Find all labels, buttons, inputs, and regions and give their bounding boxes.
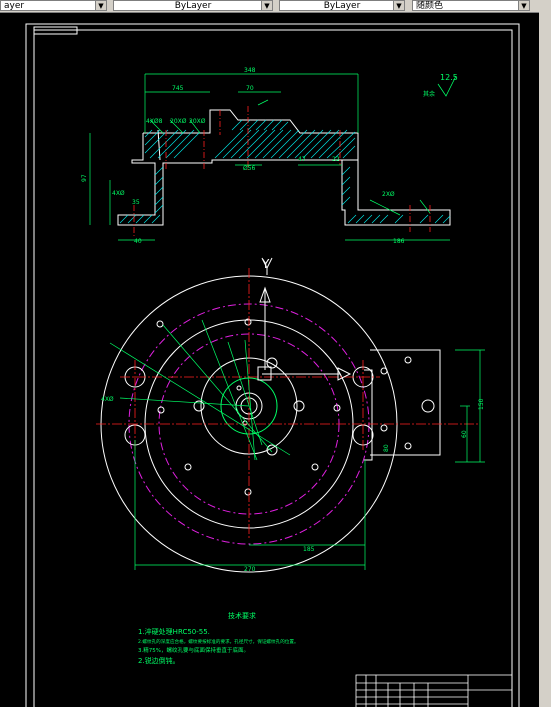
lineweight-dropdown-value: 随颜色 (416, 1, 444, 11)
section-dim-text: 348 745 70 4XØ8 20XØ 20XØ 47 22 Ø56 97 4… (81, 67, 458, 245)
dim-left-offset: 745 (172, 85, 184, 92)
view-markers (257, 257, 352, 381)
note-1: 1.淬硬处理HRC50-55. (138, 627, 210, 636)
drawing-canvas[interactable]: 348 745 70 4XØ8 20XØ 20XØ 47 22 Ø56 97 4… (0, 12, 539, 707)
section-dimensions (89, 73, 450, 241)
plan-dim-text: 185 270 150 80 60 4XØ (101, 396, 485, 573)
dim-left-hole: 4XØ (112, 190, 125, 197)
dim-plan-270: 270 (244, 566, 256, 573)
properties-toolbar: ayer ▼ ByLayer ▼ ByLayer ▼ 随颜色 ▼ (0, 0, 551, 13)
note-3: 3.精75%，螺纹孔要与底面保持垂直于底面。 (138, 646, 249, 654)
roughness-value: 12.5 (440, 73, 458, 82)
section-hatching (119, 119, 451, 224)
layer-dropdown[interactable]: ayer ▼ (0, 0, 107, 11)
dim-plan-80: 80 (383, 444, 390, 452)
dim-mid-width: 70 (246, 85, 254, 92)
dim-hole-2: 20XØ (170, 118, 187, 125)
plan-leaders (109, 319, 485, 570)
chevron-down-icon[interactable]: ▼ (393, 1, 404, 10)
chevron-down-icon[interactable]: ▼ (518, 1, 529, 10)
dim-overall-width: 348 (244, 67, 256, 74)
roughness-symbol (437, 75, 457, 97)
dim-bottom-right: 186 (393, 238, 405, 245)
note-2: 2.螺纹孔的深度应合格，螺纹要按标准的要求，孔径尺寸，保证螺纹孔的位置。 (138, 638, 299, 645)
dim-plan-holes: 4XØ (101, 396, 114, 403)
layer-dropdown-value: ayer (4, 1, 25, 11)
dim-height: 97 (81, 174, 88, 182)
chevron-down-icon[interactable]: ▼ (95, 1, 106, 10)
dim-plan-60: 60 (461, 430, 468, 438)
chevron-down-icon[interactable]: ▼ (261, 1, 272, 10)
dim-hole-1: 4XØ8 (146, 118, 163, 125)
note-4: 2.锐边倒钝。 (138, 656, 180, 665)
linetype-dropdown[interactable]: ByLayer ▼ (279, 0, 405, 11)
dim-hole-3: 20XØ (189, 118, 206, 125)
notes-title: 技术要求 (228, 611, 256, 620)
roughness-label: 其余 (423, 90, 435, 98)
plan-centerlines (96, 268, 480, 540)
dim-plan-150: 150 (478, 398, 485, 410)
dim-bottom-left: 40 (134, 238, 142, 245)
frame-tab (33, 26, 78, 35)
dim-22: 22 (332, 156, 340, 163)
title-block (355, 674, 513, 707)
section-centerlines (133, 106, 431, 238)
section-view (117, 109, 451, 226)
vertical-scrollbar[interactable] (539, 12, 551, 707)
dim-right-hole: 2XØ (382, 191, 395, 198)
color-dropdown-value: ByLayer (174, 1, 212, 11)
dim-47: 47 (298, 156, 306, 163)
sheet-border (25, 23, 520, 707)
lineweight-dropdown[interactable]: 随颜色 ▼ (412, 0, 530, 11)
drawing-frame (33, 29, 513, 707)
color-dropdown[interactable]: ByLayer ▼ (113, 0, 273, 11)
dim-center-dia: Ø56 (243, 165, 256, 172)
dim-bottom-lower: 35 (132, 199, 140, 206)
linetype-dropdown-value: ByLayer (323, 1, 361, 11)
dim-plan-185: 185 (303, 546, 315, 553)
view-label-y: Y (261, 257, 270, 271)
